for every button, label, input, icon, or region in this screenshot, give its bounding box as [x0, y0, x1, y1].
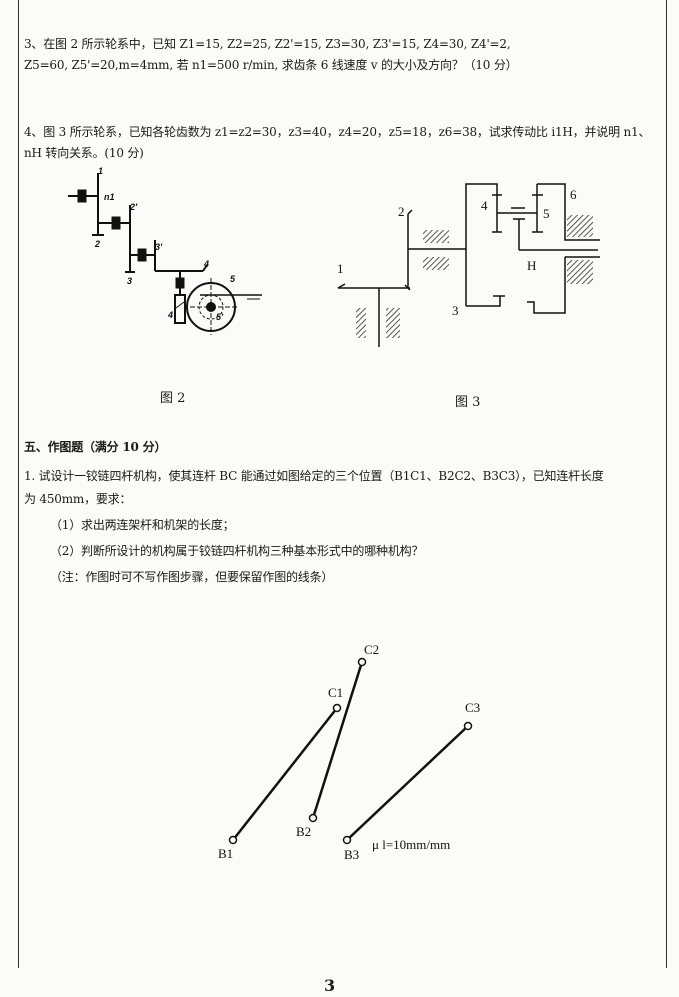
- page-number: 3: [324, 976, 335, 995]
- fig2-label-n1: n1: [104, 192, 115, 202]
- requirement-2: （2）判断所设计的机构属于铰链四杆机构三种基本形式中的哪种机构？: [50, 544, 424, 558]
- figure-2-caption: 图 2: [160, 391, 186, 406]
- fig3-label-H: H: [527, 258, 536, 273]
- question-3-line2: Z5=60, Z5'=20,m=4mm, 若 n1=500 r/min, 求齿条…: [24, 58, 518, 72]
- joint-C1: [332, 703, 342, 713]
- section-5-q1-line2: 为 450mm，要求：: [24, 492, 132, 506]
- fig3-label-3: 3: [452, 303, 459, 318]
- scale-label: μ l=10mm/mm: [372, 837, 450, 852]
- question-3-line1: 3、在图 2 所示轮系中，已知 Z1=15, Z2=25, Z2'=15, Z3…: [24, 37, 511, 51]
- fig2-label-4p: 4': [167, 310, 176, 320]
- fig2-label-1: 1: [98, 166, 103, 176]
- link-B1C1: [232, 707, 338, 841]
- joint-B1: [228, 835, 238, 845]
- section-5-q1-line1: 1. 试设计一铰链四杆机构，使其连杆 BC 能通过如图给定的三个位置（B1C1、…: [24, 469, 604, 483]
- fig2-label-5p: 5': [216, 312, 224, 322]
- fig3-label-1: 1: [337, 261, 344, 276]
- fig2-label-2p: 2': [129, 202, 138, 212]
- note: （注：作图时可不写作图步骤，但要保留作图的线条）: [50, 570, 334, 584]
- joint-C2: [357, 657, 367, 667]
- label-B2: B2: [296, 824, 311, 839]
- figure-2-labels: 1 n1 2 2' 3 3' 4 5 5' 4': [94, 166, 236, 322]
- fig3-label-4: 4: [481, 198, 488, 213]
- section-5-title: 五、作图题（满分 10 分）: [24, 440, 167, 454]
- fig2-label-5: 5: [230, 274, 236, 284]
- label-C1: C1: [328, 685, 343, 700]
- fig3-label-6: 6: [570, 187, 577, 202]
- figure-3-planetary-train: [337, 183, 600, 347]
- fig2-label-3: 3: [127, 276, 132, 286]
- linkage-positions: [232, 661, 469, 841]
- fig3-label-2: 2: [398, 204, 405, 219]
- joint-C3: [463, 721, 473, 731]
- label-C2: C2: [364, 642, 379, 657]
- figure-2-gear-train: [68, 173, 262, 335]
- label-B1: B1: [218, 846, 233, 861]
- page-border: [18, 0, 667, 968]
- fig2-label-2: 2: [94, 239, 100, 249]
- link-B3C3: [346, 725, 469, 841]
- fig3-label-5: 5: [543, 206, 550, 221]
- joint-B2: [308, 813, 318, 823]
- link-B2C2: [311, 661, 364, 819]
- figure-3-labels: 1 2 3 4 5 6 H: [337, 187, 577, 318]
- label-B3: B3: [344, 847, 359, 862]
- fig2-label-4: 4: [203, 259, 209, 269]
- question-4-line1: 4、图 3 所示轮系，已知各轮齿数为 z1=z2=30，z3=40，z4=20，…: [24, 125, 651, 139]
- requirement-1: （1）求出两连架杆和机架的长度；: [50, 518, 235, 532]
- figure-3-caption: 图 3: [455, 395, 481, 410]
- joint-B3: [342, 835, 352, 845]
- fig2-label-3p: 3': [155, 242, 163, 252]
- question-4-line2: nH 转向关系。(10 分): [24, 146, 144, 160]
- label-C3: C3: [465, 700, 480, 715]
